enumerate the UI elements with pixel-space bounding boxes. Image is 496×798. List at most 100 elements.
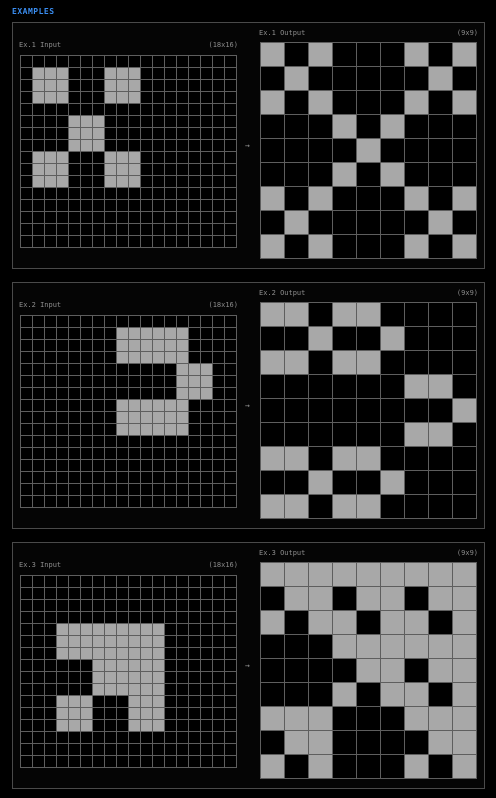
grid-cell xyxy=(69,472,80,483)
grid-cell xyxy=(261,471,284,494)
example-panel: Ex.1 Input(18x16)Ex.1 Output(9x9)→ xyxy=(12,22,485,269)
grid-cell xyxy=(201,80,212,91)
grid-cell xyxy=(189,68,200,79)
grid-cell xyxy=(201,92,212,103)
grid-cell xyxy=(33,624,44,635)
grid-cell xyxy=(153,756,164,767)
grid-cell xyxy=(213,56,224,67)
grid-cell xyxy=(153,588,164,599)
grid-cell xyxy=(141,732,152,743)
grid-cell xyxy=(405,327,428,350)
grid-cell xyxy=(405,375,428,398)
grid-cell xyxy=(105,400,116,411)
grid-cell xyxy=(201,140,212,151)
grid-cell xyxy=(189,188,200,199)
grid-cell xyxy=(381,67,404,90)
grid-cell xyxy=(213,92,224,103)
grid-cell xyxy=(309,683,332,706)
grid-cell xyxy=(285,563,308,586)
grid-cell xyxy=(189,376,200,387)
grid-cell xyxy=(81,80,92,91)
grid-cell xyxy=(129,340,140,351)
grid-cell xyxy=(453,471,476,494)
grid-cell xyxy=(429,375,452,398)
grid-cell xyxy=(21,200,32,211)
grid-cell xyxy=(225,68,236,79)
grid-cell xyxy=(57,696,68,707)
grid-cell xyxy=(165,236,176,247)
grid-cell xyxy=(105,92,116,103)
grid-cell xyxy=(177,460,188,471)
grid-cell xyxy=(429,755,452,778)
grid-cell xyxy=(21,696,32,707)
grid-cell xyxy=(213,224,224,235)
grid-cell xyxy=(45,364,56,375)
grid-cell xyxy=(129,364,140,375)
grid-cell xyxy=(261,423,284,446)
grid-cell xyxy=(93,496,104,507)
grid-cell xyxy=(153,200,164,211)
grid-cell xyxy=(81,744,92,755)
grid-cell xyxy=(33,400,44,411)
grid-cell xyxy=(201,496,212,507)
grid-cell xyxy=(213,648,224,659)
grid-cell xyxy=(57,612,68,623)
grid-cell xyxy=(189,612,200,623)
grid-cell xyxy=(93,328,104,339)
grid-cell xyxy=(105,496,116,507)
grid-cell xyxy=(213,624,224,635)
grid-cell xyxy=(21,496,32,507)
grid-cell xyxy=(381,755,404,778)
grid-cell xyxy=(93,212,104,223)
grid-cell xyxy=(429,447,452,470)
grid-cell xyxy=(285,495,308,518)
grid-cell xyxy=(57,364,68,375)
grid-cell xyxy=(129,660,140,671)
grid-cell xyxy=(177,328,188,339)
grid-cell xyxy=(201,388,212,399)
grid-cell xyxy=(177,588,188,599)
grid-cell xyxy=(453,163,476,186)
grid-cell xyxy=(129,352,140,363)
grid-cell xyxy=(225,436,236,447)
grid-cell xyxy=(81,612,92,623)
grid-cell xyxy=(57,460,68,471)
grid-cell xyxy=(177,92,188,103)
grid-cell xyxy=(165,708,176,719)
grid-cell xyxy=(153,352,164,363)
grid-cell xyxy=(105,104,116,115)
grid-cell xyxy=(93,68,104,79)
grid-cell xyxy=(309,423,332,446)
grid-cell xyxy=(189,448,200,459)
grid-cell xyxy=(129,424,140,435)
grid-cell xyxy=(117,56,128,67)
grid-cell xyxy=(189,624,200,635)
grid-cell xyxy=(177,400,188,411)
grid-cell xyxy=(57,732,68,743)
grid-cell xyxy=(213,436,224,447)
grid-cell xyxy=(81,636,92,647)
grid-cell xyxy=(213,696,224,707)
grid-cell xyxy=(165,364,176,375)
grid-cell xyxy=(69,696,80,707)
grid-cell xyxy=(333,659,356,682)
grid-cell xyxy=(177,236,188,247)
grid-cell xyxy=(225,672,236,683)
grid-cell xyxy=(213,576,224,587)
input-size-label: (18x16) xyxy=(208,41,238,49)
grid-cell xyxy=(225,140,236,151)
grid-cell xyxy=(81,152,92,163)
grid-cell xyxy=(285,683,308,706)
grid-cell xyxy=(177,164,188,175)
grid-cell xyxy=(117,340,128,351)
grid-cell xyxy=(141,236,152,247)
grid-cell xyxy=(129,188,140,199)
grid-cell xyxy=(213,672,224,683)
grid-cell xyxy=(177,624,188,635)
grid-cell xyxy=(141,660,152,671)
grid-cell xyxy=(165,224,176,235)
grid-cell xyxy=(129,576,140,587)
grid-cell xyxy=(213,484,224,495)
grid-cell xyxy=(357,399,380,422)
grid-cell xyxy=(117,576,128,587)
